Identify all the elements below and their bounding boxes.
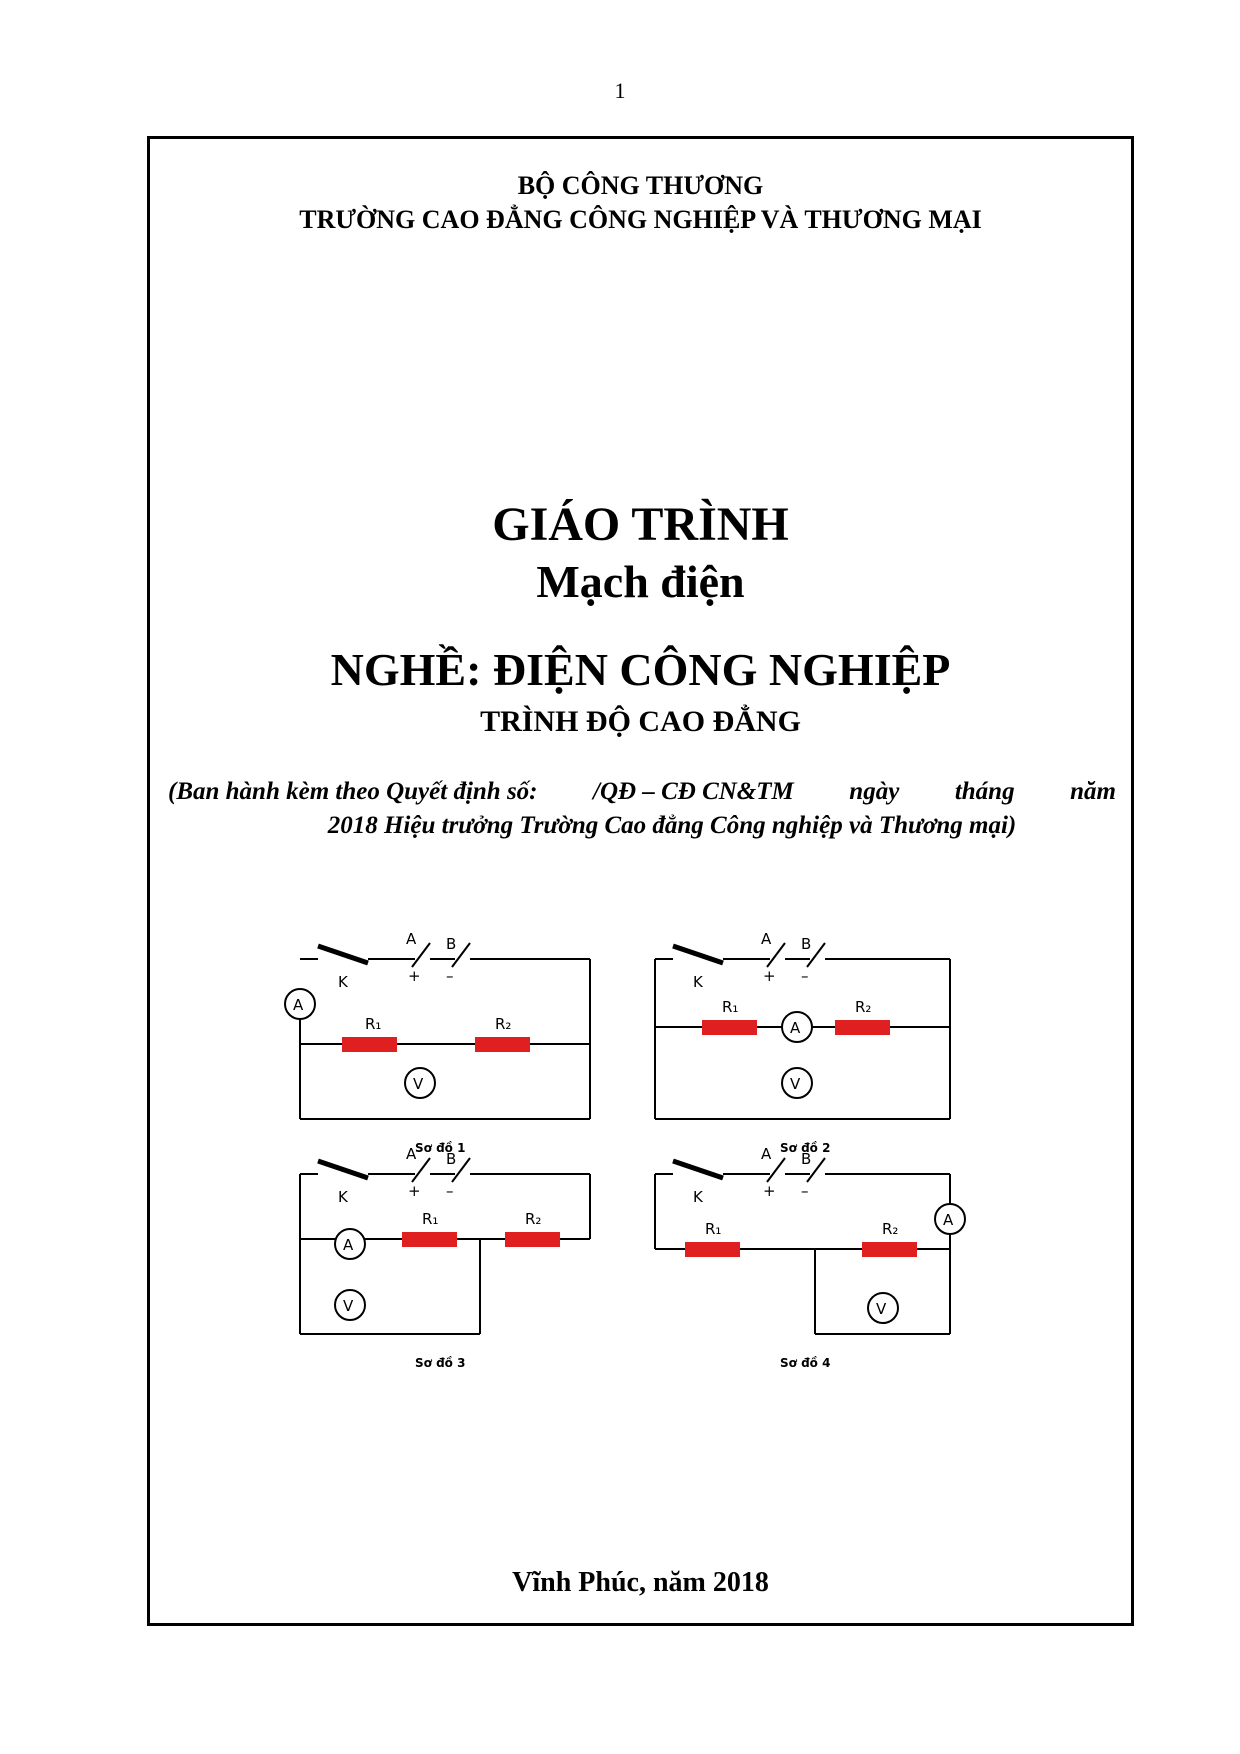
ammeter-icon (934, 1203, 966, 1235)
plus-label: + (408, 1182, 421, 1200)
voltmeter-icon (781, 1067, 813, 1099)
resistor-r1-icon (342, 1037, 397, 1052)
ammeter-icon (284, 988, 316, 1020)
switch-icon (672, 943, 724, 966)
terminal-a-label: A (761, 1145, 772, 1163)
decree-part-4: tháng (954, 778, 1015, 805)
terminal-a-icon (411, 1157, 431, 1183)
switch-icon (317, 1158, 369, 1181)
resistor-r2-icon (835, 1020, 890, 1035)
decree-line-2: 2018 Hiệu trưởng Trường Cao đẳng Công ng… (327, 812, 1017, 839)
ministry-name: BỘ CÔNG THƯƠNG (517, 171, 764, 200)
terminal-a-icon (411, 942, 431, 968)
terminal-b-icon (451, 942, 471, 968)
cover-frame: BỘ CÔNG THƯƠNG TRƯỜNG CAO ĐẲNG CÔNG NGHI… (147, 136, 1134, 1626)
switch-label: K (693, 973, 704, 991)
terminal-b-icon (806, 1157, 826, 1183)
terminal-a-label: A (406, 930, 417, 948)
r1-label: R₁ (422, 1210, 438, 1228)
switch-label: K (338, 1188, 349, 1206)
major-title: NGHỀ: ĐIỆN CÔNG NGHIỆP (330, 644, 951, 695)
r2-label: R₂ (882, 1220, 898, 1238)
terminal-b-label: B (446, 935, 456, 953)
diagram-1-caption: Sơ đồ 1 (415, 1141, 465, 1155)
terminal-b-label: B (801, 935, 811, 953)
ammeter-icon (781, 1011, 813, 1043)
level-title: TRÌNH ĐỘ CAO ĐẲNG (480, 705, 801, 738)
resistor-r1-icon (402, 1232, 457, 1247)
voltmeter-label: V (876, 1300, 887, 1318)
decree-part-1: (Ban hành kèm theo Quyết định số: (168, 778, 538, 805)
ammeter-icon (334, 1228, 366, 1260)
r1-label: R₁ (705, 1220, 721, 1238)
minus-label: – (446, 1182, 454, 1200)
r2-label: R₂ (495, 1015, 511, 1033)
voltmeter-label: V (413, 1075, 424, 1093)
place-date: Vĩnh Phúc, năm 2018 (512, 1567, 769, 1598)
circuit-diagram-2 (654, 942, 951, 1120)
switch-icon (317, 943, 369, 966)
minus-label: – (801, 1182, 809, 1200)
terminal-a-label: A (761, 930, 772, 948)
voltmeter-icon (334, 1289, 366, 1321)
resistor-r1-icon (685, 1242, 740, 1257)
diagram-3-caption: Sơ đồ 3 (415, 1356, 465, 1370)
decree-part-3: ngày (849, 778, 900, 805)
r2-label: R₂ (855, 998, 871, 1016)
school-name: TRƯỜNG CAO ĐẲNG CÔNG NGHIỆP VÀ THƯƠNG MẠ… (299, 205, 982, 234)
resistor-r2-icon (475, 1037, 530, 1052)
terminal-b-icon (806, 942, 826, 968)
page-number: 1 (614, 78, 626, 103)
plus-label: + (408, 967, 421, 985)
voltmeter-icon (404, 1067, 436, 1099)
resistor-r1-icon (702, 1020, 757, 1035)
document-title: GIÁO TRÌNH (492, 498, 789, 551)
ammeter-label: A (790, 1019, 801, 1037)
r1-label: R₁ (722, 998, 738, 1016)
decree-part-2: /QĐ – CĐ CN&TM (593, 778, 794, 805)
terminal-b-label: B (446, 1150, 456, 1168)
voltmeter-label: V (790, 1075, 801, 1093)
circuit-diagrams: A V K A B + – R₁ R₂ Sơ đồ 1 (284, 930, 966, 1370)
ammeter-label: A (343, 1236, 354, 1254)
diagram-4-caption: Sơ đồ 4 (780, 1356, 830, 1370)
ammeter-label: A (943, 1211, 954, 1229)
terminal-a-label: A (406, 1145, 417, 1163)
diagram-2-caption: Sơ đồ 2 (780, 1141, 830, 1155)
plus-label: + (763, 967, 776, 985)
terminal-a-icon (766, 1157, 786, 1183)
r1-label: R₁ (365, 1015, 381, 1033)
plus-label: + (763, 1182, 776, 1200)
voltmeter-icon (867, 1292, 899, 1324)
circuit-diagram-4 (654, 1157, 966, 1335)
r2-label: R₂ (525, 1210, 541, 1228)
terminal-b-label: B (801, 1150, 811, 1168)
minus-label: – (446, 967, 454, 985)
minus-label: – (801, 967, 809, 985)
terminal-a-icon (766, 942, 786, 968)
resistor-r2-icon (505, 1232, 560, 1247)
decree-part-5: năm (1070, 778, 1116, 805)
switch-label: K (338, 973, 349, 991)
resistor-r2-icon (862, 1242, 917, 1257)
switch-icon (672, 1158, 724, 1181)
terminal-b-icon (451, 1157, 471, 1183)
switch-label: K (693, 1188, 704, 1206)
voltmeter-label: V (343, 1297, 354, 1315)
circuit-diagram-1 (284, 942, 591, 1120)
ammeter-label: A (293, 996, 304, 1014)
subject-title: Mạch điện (536, 556, 745, 607)
circuit-diagram-3 (299, 1157, 591, 1335)
decree-note: (Ban hành kèm theo Quyết định số: /QĐ – … (168, 775, 1116, 843)
